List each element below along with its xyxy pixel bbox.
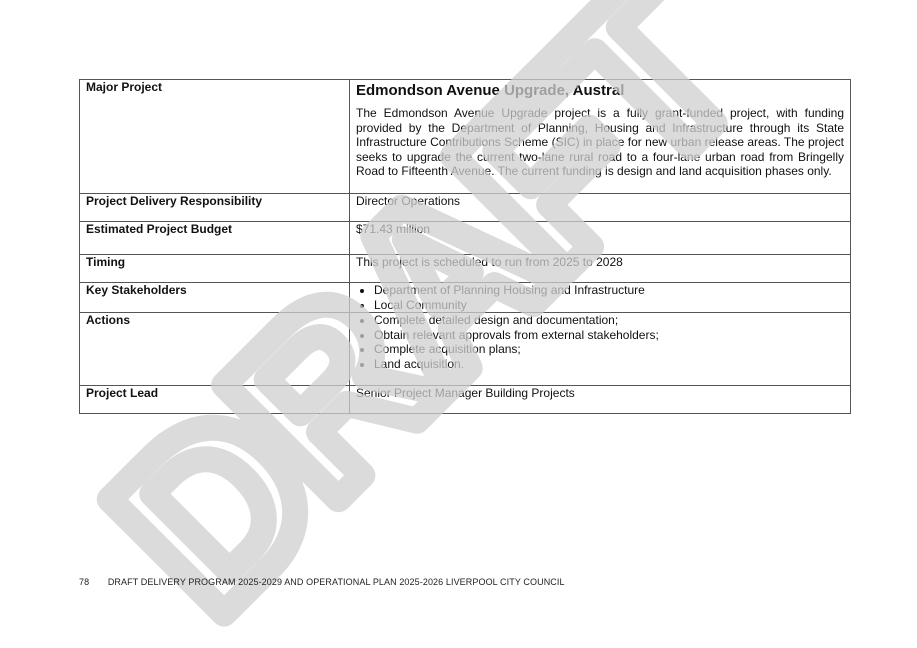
lead-label: Project Lead <box>79 385 350 414</box>
row-budget: Estimated Project Budget $71.43 million <box>79 221 851 255</box>
project-description: The Edmondson Avenue Upgrade project is … <box>356 106 844 178</box>
list-item: Land acquisition. <box>374 357 844 372</box>
row-lead: Project Lead Senior Project Manager Buil… <box>79 385 851 414</box>
page-footer: 78 DRAFT DELIVERY PROGRAM 2025-2029 AND … <box>79 577 565 587</box>
list-item: Complete acquisition plans; <box>374 342 844 357</box>
row-stakeholders: Key Stakeholders Department of Planning … <box>79 282 851 313</box>
budget-value: $71.43 million <box>349 221 851 255</box>
row-timing: Timing This project is scheduled to run … <box>79 254 851 283</box>
lead-value: Senior Project Manager Building Projects <box>349 385 851 414</box>
major-project-cell: Edmondson Avenue Upgrade, Austral The Ed… <box>349 79 851 194</box>
major-project-label: Major Project <box>79 79 350 194</box>
list-item: Complete detailed design and documentati… <box>374 313 844 328</box>
actions-label: Actions <box>79 312 350 386</box>
row-actions: Actions Complete detailed design and doc… <box>79 312 851 386</box>
stakeholders-cell: Department of Planning Housing and Infra… <box>349 282 851 313</box>
actions-cell: Complete detailed design and documentati… <box>349 312 851 386</box>
project-table: Major Project Edmondson Avenue Upgrade, … <box>79 79 851 414</box>
row-delivery: Project Delivery Responsibility Director… <box>79 193 851 222</box>
list-item: Local Community <box>374 298 844 313</box>
list-item: Department of Planning Housing and Infra… <box>374 283 844 298</box>
row-major-project: Major Project Edmondson Avenue Upgrade, … <box>79 79 851 194</box>
budget-label: Estimated Project Budget <box>79 221 350 255</box>
timing-label: Timing <box>79 254 350 283</box>
stakeholders-list: Department of Planning Housing and Infra… <box>356 283 844 312</box>
list-item: Obtain relevant approvals from external … <box>374 328 844 343</box>
timing-value: This project is scheduled to run from 20… <box>349 254 851 283</box>
delivery-label: Project Delivery Responsibility <box>79 193 350 222</box>
footer-title: DRAFT DELIVERY PROGRAM 2025-2029 AND OPE… <box>107 577 565 587</box>
delivery-value: Director Operations <box>349 193 851 222</box>
page-number: 78 <box>79 577 90 587</box>
actions-list: Complete detailed design and documentati… <box>356 313 844 371</box>
stakeholders-label: Key Stakeholders <box>79 282 350 313</box>
project-title: Edmondson Avenue Upgrade, Austral <box>356 82 625 99</box>
